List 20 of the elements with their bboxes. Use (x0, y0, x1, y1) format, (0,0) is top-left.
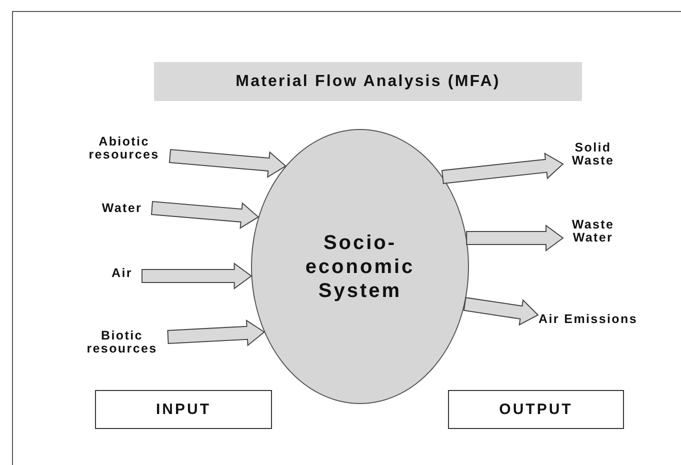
flow-label: Waste Water (563, 218, 623, 244)
block-arrow (142, 262, 252, 290)
flow-label: Biotic resources (76, 330, 168, 354)
flow-label: Abiotic resources (78, 136, 170, 160)
system-label: Socio- economic System (304, 230, 416, 302)
category-box (448, 390, 624, 429)
flow-label: Air Emissions (538, 312, 638, 326)
block-arrow (441, 152, 564, 184)
flow-label: Solid Waste (563, 142, 623, 166)
flow-label: Air (102, 266, 142, 280)
block-arrow (167, 319, 266, 346)
title-banner: Material Flow Analysis (MFA) (154, 62, 582, 101)
block-arrow (466, 224, 564, 252)
category-box (95, 390, 272, 429)
category-label: OUTPUT (499, 401, 573, 418)
block-arrow (168, 148, 286, 178)
block-arrow (463, 297, 539, 326)
category-label: INPUT (156, 401, 211, 418)
flow-label: Water (92, 202, 152, 214)
block-arrow (150, 200, 260, 229)
